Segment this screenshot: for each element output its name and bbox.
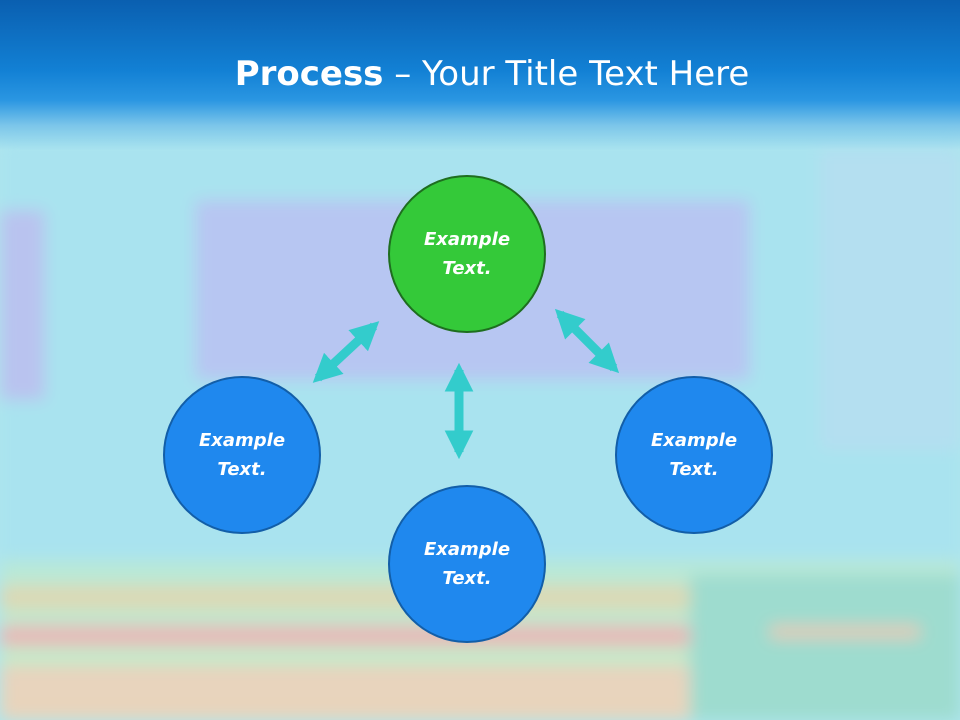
node-left-label: Example Text. bbox=[198, 430, 286, 480]
title-rest-part: – Your Title Text Here bbox=[383, 54, 750, 94]
node-top: Example Text. bbox=[388, 175, 546, 333]
node-bottom: Example Text. bbox=[388, 485, 546, 643]
connector-top-right bbox=[554, 308, 620, 374]
title-bar bbox=[0, 0, 960, 150]
slide-title: Process – Your Title Text Here bbox=[0, 52, 960, 96]
node-bottom-label: Example Text. bbox=[423, 539, 511, 589]
node-top-label: Example Text. bbox=[423, 229, 511, 279]
node-right-label: Example Text. bbox=[650, 430, 738, 480]
connector-top-left bbox=[312, 321, 380, 383]
node-left: Example Text. bbox=[163, 376, 321, 534]
node-right: Example Text. bbox=[615, 376, 773, 534]
title-bold-part: Process bbox=[234, 54, 384, 94]
